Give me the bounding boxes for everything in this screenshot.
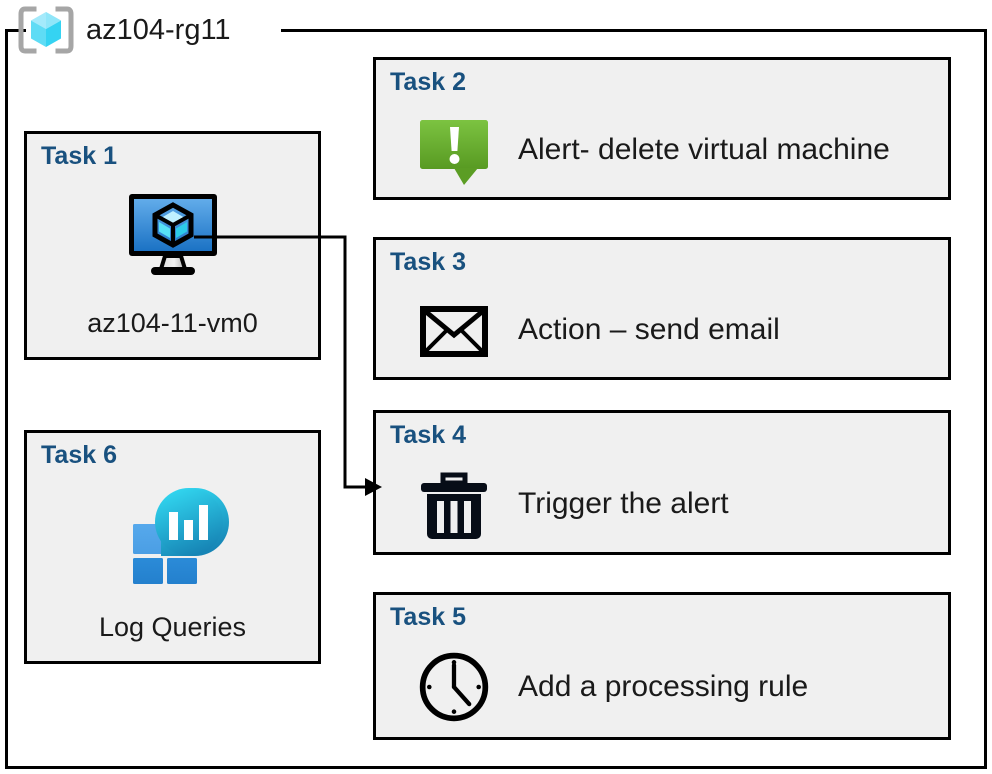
task-4-label: Trigger the alert	[518, 486, 729, 520]
resource-group-label-gap	[26, 20, 281, 40]
envelope-icon	[416, 292, 492, 368]
task-1-caption: az104-11-vm0	[87, 308, 258, 338]
task-1-title: Task 1	[41, 142, 117, 170]
clock-icon	[416, 649, 492, 725]
task-card-1[interactable]: Task 1	[24, 131, 321, 360]
task-card-3[interactable]: Task 3 Action – send email	[373, 237, 951, 380]
task-2-label: Alert- delete virtual machine	[518, 132, 890, 166]
task-2-title: Task 2	[390, 68, 466, 96]
task-6-title: Task 6	[41, 441, 117, 469]
task-5-label: Add a processing rule	[518, 670, 809, 703]
task-3-title: Task 3	[390, 248, 466, 276]
task-3-label: Action – send email	[518, 312, 780, 346]
virtual-machine-icon	[27, 189, 318, 279]
task-card-6[interactable]: Task 6	[24, 430, 321, 664]
resource-group-name: az104-rg11	[86, 13, 231, 46]
task-card-4[interactable]: Task 4 Trigger the alert	[373, 410, 951, 555]
task-card-2[interactable]: Task 2 Alert-	[373, 57, 951, 200]
trash-delete-icon	[416, 466, 492, 542]
resource-group-cube-icon	[14, 5, 76, 55]
log-analytics-icon	[27, 488, 318, 584]
task-6-caption: Log Queries	[98, 612, 247, 642]
task-5-title: Task 5	[390, 603, 466, 631]
resource-group-boundary	[5, 29, 987, 769]
resource-group-label: az104-rg11	[14, 5, 231, 55]
alert-exclamation-bubble-icon	[416, 112, 492, 188]
task-4-title: Task 4	[390, 421, 466, 449]
task-card-5[interactable]: Task 5 Add a processing rule	[373, 592, 951, 740]
